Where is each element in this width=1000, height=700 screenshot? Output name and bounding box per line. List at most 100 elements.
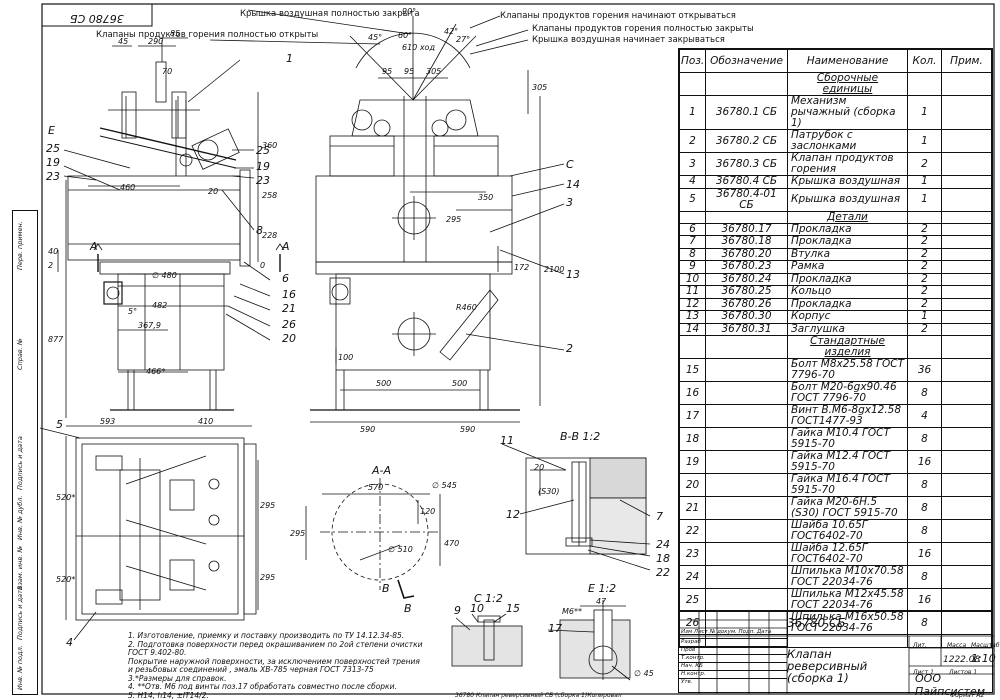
- bom-cell-note: [941, 297, 992, 311]
- title-sheets: Листов 1: [949, 669, 978, 676]
- bom-cell-note: [941, 519, 992, 543]
- bom-cell-code: [705, 588, 788, 612]
- dim-545: ∅ 545: [432, 481, 457, 490]
- dim-20b: 20: [534, 463, 544, 472]
- bom-cell-note: [941, 210, 992, 224]
- callout-valves-closed: Клапаны продуктов горения полностью откр…: [96, 30, 318, 40]
- top-view: [39, 427, 259, 641]
- bom-cell-qty: 1: [907, 187, 942, 212]
- section-arrow-b-right: В: [404, 602, 412, 615]
- bom-cell-qty: 8: [907, 519, 942, 543]
- bom-cell-qty: 8: [907, 496, 942, 520]
- dim-295: 295: [446, 215, 461, 224]
- section-arrow-b-left: В: [382, 582, 390, 595]
- leader-17: 17: [548, 622, 562, 635]
- view-title-aa: А-А: [371, 464, 391, 477]
- section-aa: [305, 478, 441, 599]
- view-title-e: Е 1:2: [588, 582, 616, 595]
- dim-482: 482: [152, 301, 167, 310]
- bom-cell-note: [941, 247, 992, 261]
- bom-cell-pos: 18: [679, 427, 706, 451]
- bom-cell-note: [941, 222, 992, 236]
- bom-cell-note: [941, 427, 992, 451]
- title-block: 36780 СБ Клапан реверсивный (сборка 1) Л…: [678, 611, 1000, 698]
- bom-cell-code: 36780.1 СБ: [705, 95, 788, 130]
- title-sheet: Лист 1: [913, 669, 934, 676]
- bom-cell-qty: 8: [907, 381, 942, 405]
- bom-cell-name: Шпилька М10х70.58 ГОСТ 22034-76: [787, 565, 908, 589]
- note-line: и резьбовых соединений , эмаль ХВ-785 че…: [128, 665, 374, 674]
- dim-45-dia: ∅ 45: [634, 669, 654, 678]
- leader-4: 4: [66, 636, 73, 649]
- bom-cell-pos: 2: [679, 129, 706, 153]
- top-code-box: [41, 3, 153, 27]
- leader-24: 24: [656, 538, 670, 551]
- margin-label-sign-date-2: Подпись и дата: [16, 586, 24, 640]
- dim-590a: 590: [360, 425, 375, 434]
- bom-cell-note: [941, 404, 992, 428]
- footer-format: Формат А2: [950, 692, 985, 699]
- bom-cell-code: [705, 358, 788, 382]
- bom-cell-code: 36780.23: [705, 260, 788, 274]
- bom-cell-note: [941, 496, 992, 520]
- bom-cell-name: Крышка воздушная: [787, 187, 908, 212]
- callout-valves-open: Клапаны продуктов горения полностью закр…: [532, 24, 754, 34]
- leader-19-left: 19: [46, 156, 60, 169]
- callout-valves-begin: Клапаны продуктов горения начинают откры…: [500, 11, 736, 21]
- bom-cell-name: Кольцо: [787, 285, 908, 299]
- view-titles: А-А В-В 1:2 С 1:2 Е 1:2 А А В В Е С: [48, 124, 616, 615]
- bom-cell-pos: 16: [679, 381, 706, 405]
- bom-cell-name: Механизм рычажный (сборка 1): [787, 95, 908, 130]
- view-title-bb: В-В 1:2: [560, 430, 600, 443]
- bom-cell-code: 36780.4 СБ: [705, 175, 788, 189]
- leader-12: 12: [506, 508, 520, 521]
- bom-cell-name: Винт В.М6-8gх12.58 ГОСТ1477-93: [787, 404, 908, 428]
- dim-877: 877: [48, 335, 64, 344]
- bom-cell-note: [941, 634, 992, 648]
- bom-cell-note: [941, 473, 992, 497]
- bom-cell-pos: 1: [679, 95, 706, 130]
- bom-cell-code: 36780.31: [705, 322, 788, 336]
- leader-9: 9: [454, 604, 461, 617]
- bom-cell-note: [941, 152, 992, 176]
- bom-cell-code: [705, 519, 788, 543]
- callout-lid-begin: Крышка воздушная начинает закрываться: [532, 35, 725, 45]
- bom-cell-pos: 21: [679, 496, 706, 520]
- dim-350: 350: [478, 193, 493, 202]
- bom-cell-note: [941, 235, 992, 249]
- bom-cell-qty: 1: [907, 310, 942, 324]
- bom-cell-note: [941, 187, 992, 212]
- dim-45deg: 45°: [368, 33, 382, 42]
- bom-cell-name: Патрубок с заслонками: [787, 129, 908, 153]
- view-marker-c: С: [566, 158, 574, 171]
- bom-cell-qty: 1: [907, 175, 942, 189]
- bom-section-title: Стандартные изделия: [787, 335, 908, 359]
- view-title-c: С 1:2: [474, 592, 503, 605]
- bom-cell-qty: 2: [907, 247, 942, 261]
- title-block-grid: [679, 612, 994, 694]
- bom-cell-code: [705, 450, 788, 474]
- dim-590b: 590: [460, 425, 475, 434]
- footer-filename: 36780 Клапан реверсивный СБ (сборка 1)Ко…: [455, 692, 622, 699]
- title-firm: ООО Пайпсистем: [915, 672, 986, 698]
- title-lit-label: Лит.: [913, 642, 927, 649]
- bom-cell-qty: 16: [907, 450, 942, 474]
- bom-cell-code: [705, 210, 788, 224]
- dim-120: 120: [420, 507, 435, 516]
- bom-cell-qty: 2: [907, 297, 942, 311]
- bom-cell-note: [941, 588, 992, 612]
- leader-7: 7: [656, 510, 663, 523]
- leader-25-right: 25: [256, 144, 270, 157]
- bom-cell-note: [941, 129, 992, 153]
- callout-lid-closed: Крышка воздушная полностью закрыта: [240, 9, 420, 19]
- bom-cell-name: Клапан продуктов горения: [787, 152, 908, 176]
- dim-2: 2: [48, 261, 53, 270]
- bom-cell-qty: 2: [907, 272, 942, 286]
- dim-45: 45: [118, 37, 128, 46]
- bom-cell-pos: 22: [679, 519, 706, 543]
